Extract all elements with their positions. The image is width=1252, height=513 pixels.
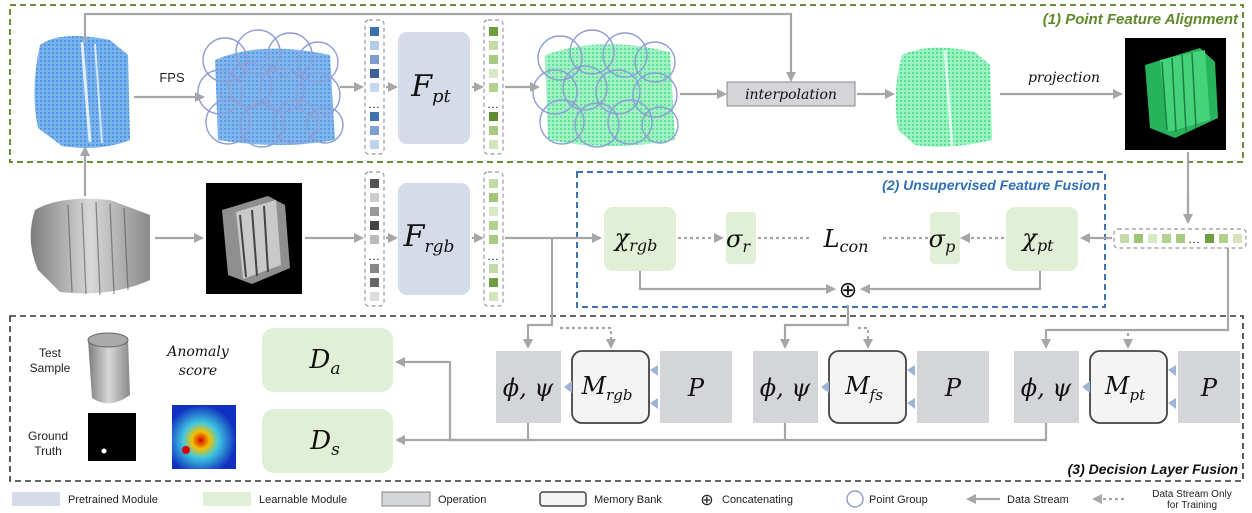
p-rgb-operation [660,351,732,423]
legend-operation-label: Operation [438,494,486,506]
decision-layer-fusion-region [9,315,1244,482]
test-sample-image [87,332,130,404]
rgb-token-stack: … [364,171,385,307]
p-pt-operation [1178,351,1240,423]
legend-point-group-label: Point Group [869,494,928,506]
point-feature-alignment-region [9,4,1244,163]
rgb-feature-stack: … [483,171,504,307]
sigma-r-label: σr [726,225,751,256]
f-rgb-label: Frgb [403,219,455,257]
fps-label: FPS [159,70,185,85]
phi-psi-pt-label: ϕ, ψ [1021,374,1073,402]
legend-pretrained-label: Pretrained Module [68,494,158,506]
interpolated-point-cloud-image [895,47,992,147]
d-a-module [262,328,393,392]
memory-bank-fs-label: Mfs [844,372,883,404]
point-feature-stack: … [483,19,504,155]
svg-text:…: … [487,249,499,263]
concatenate-operator: ⊕ [839,278,857,303]
legend-point-group-icon [846,490,864,508]
memory-bank-pt-label: Mpt [1104,372,1146,404]
row3-arrows [395,238,1230,445]
legend-operation-swatch [381,491,431,507]
row1-arrows [80,12,1193,224]
svg-text:…: … [368,249,380,263]
p-pt-label: P [1200,374,1218,402]
p-fs-label: P [944,374,962,402]
legend-concatenating-label: Concatenating [722,494,793,506]
chi-pt-module [1006,207,1078,271]
input-point-cloud-image [34,36,130,148]
svg-text:…: … [1188,232,1200,246]
svg-text:…: … [487,97,499,111]
phi-psi-fs-operation [753,351,818,423]
point-feature-alignment-title: (1) Point Feature Alignment [1043,11,1239,28]
ground-truth-image [88,413,136,461]
sigma-p-module [930,212,960,264]
point-groups-image [197,29,344,148]
f-pt-label: Fpt [410,69,451,107]
input-rgb-point-cloud-image [30,198,150,296]
legend-pretrained-swatch [12,492,60,506]
p-rgb-label: P [687,374,705,402]
rgb-image [206,183,302,294]
interpolation-label: interpolation [745,87,837,103]
legend-learnable-label: Learnable Module [259,494,347,506]
chi-rgb-label: χrgb [613,224,658,255]
memory-bank-feed-arrows [564,365,1176,409]
phi-psi-rgb-label: ϕ, ψ [503,374,555,402]
decision-layer-fusion-title: (3) Decision Layer Fusion [1068,461,1238,477]
d-s-label: Ds [309,426,340,460]
legend-learnable-swatch [203,492,251,506]
projection-label: projection [1028,70,1100,86]
sigma-r-module [726,212,756,264]
legend: Pretrained Module Learnable Module Opera… [12,489,1232,511]
phi-psi-pt-operation [1014,351,1079,423]
aligned-point-feature-stack: … [1113,228,1247,249]
d-a-label: Da [309,345,341,379]
legend-data-stream-label: Data Stream [1007,494,1069,506]
legend-memory-bank-swatch [539,491,587,507]
phi-psi-rgb-operation [496,351,561,423]
f-rgb-module [398,183,470,295]
p-fs-operation [917,351,989,423]
row3-training-arrows [560,326,1133,349]
anomaly-heatmap-image [172,405,236,469]
phi-psi-fs-label: ϕ, ψ [760,374,812,402]
legend-memory-bank-label: Memory Bank [594,494,662,506]
projected-feature-image [1125,38,1226,150]
l-con-label: Lcon [823,225,869,256]
unsupervised-feature-fusion-region [576,171,1106,308]
feature-point-groups-image [532,29,679,148]
d-s-module [262,409,393,473]
legend-concatenating-icon: ⊕ [700,490,713,509]
point-token-stack: … [364,19,385,155]
memory-bank-rgb-label: Mrgb [581,372,633,404]
chi-rgb-module [604,207,676,271]
interpolation-operation [726,81,856,107]
sigma-p-label: σp [929,225,956,256]
f-pt-module [398,32,470,144]
chi-pt-label: χpt [1020,224,1054,255]
svg-text:…: … [368,97,380,111]
unsupervised-feature-fusion-title: (2) Unsupervised Feature Fusion [882,177,1100,193]
